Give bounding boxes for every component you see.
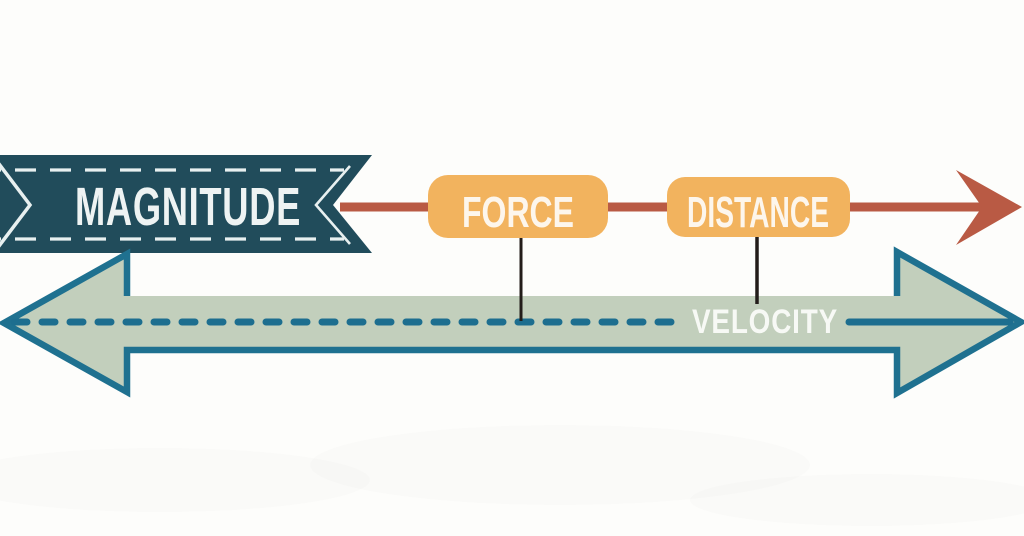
banner-left-chevron-icon bbox=[0, 162, 33, 248]
double-arrow-border bbox=[0, 246, 1024, 399]
distance-node-label: DISTANCE bbox=[687, 188, 829, 237]
magnitude-banner-ribbon bbox=[0, 155, 372, 253]
magnitude-banner-label: MAGNITUDE bbox=[75, 177, 301, 237]
banner-dashed-border bbox=[0, 168, 344, 241]
distance-node-box bbox=[667, 177, 850, 237]
double-arrow-body bbox=[4, 252, 1021, 393]
background-smudges bbox=[0, 425, 1024, 526]
velocity-label: VELOCITY bbox=[692, 303, 838, 341]
magnitude-banner: MAGNITUDE bbox=[0, 155, 372, 253]
distance-node: DISTANCE bbox=[667, 177, 850, 237]
velocity-double-arrow bbox=[0, 246, 1024, 399]
force-node: FORCE bbox=[428, 175, 608, 238]
force-node-label: FORCE bbox=[462, 188, 574, 237]
force-node-box bbox=[428, 175, 608, 238]
arrowhead-right-icon bbox=[956, 170, 1022, 245]
banner-right-chevron-icon bbox=[314, 165, 351, 245]
